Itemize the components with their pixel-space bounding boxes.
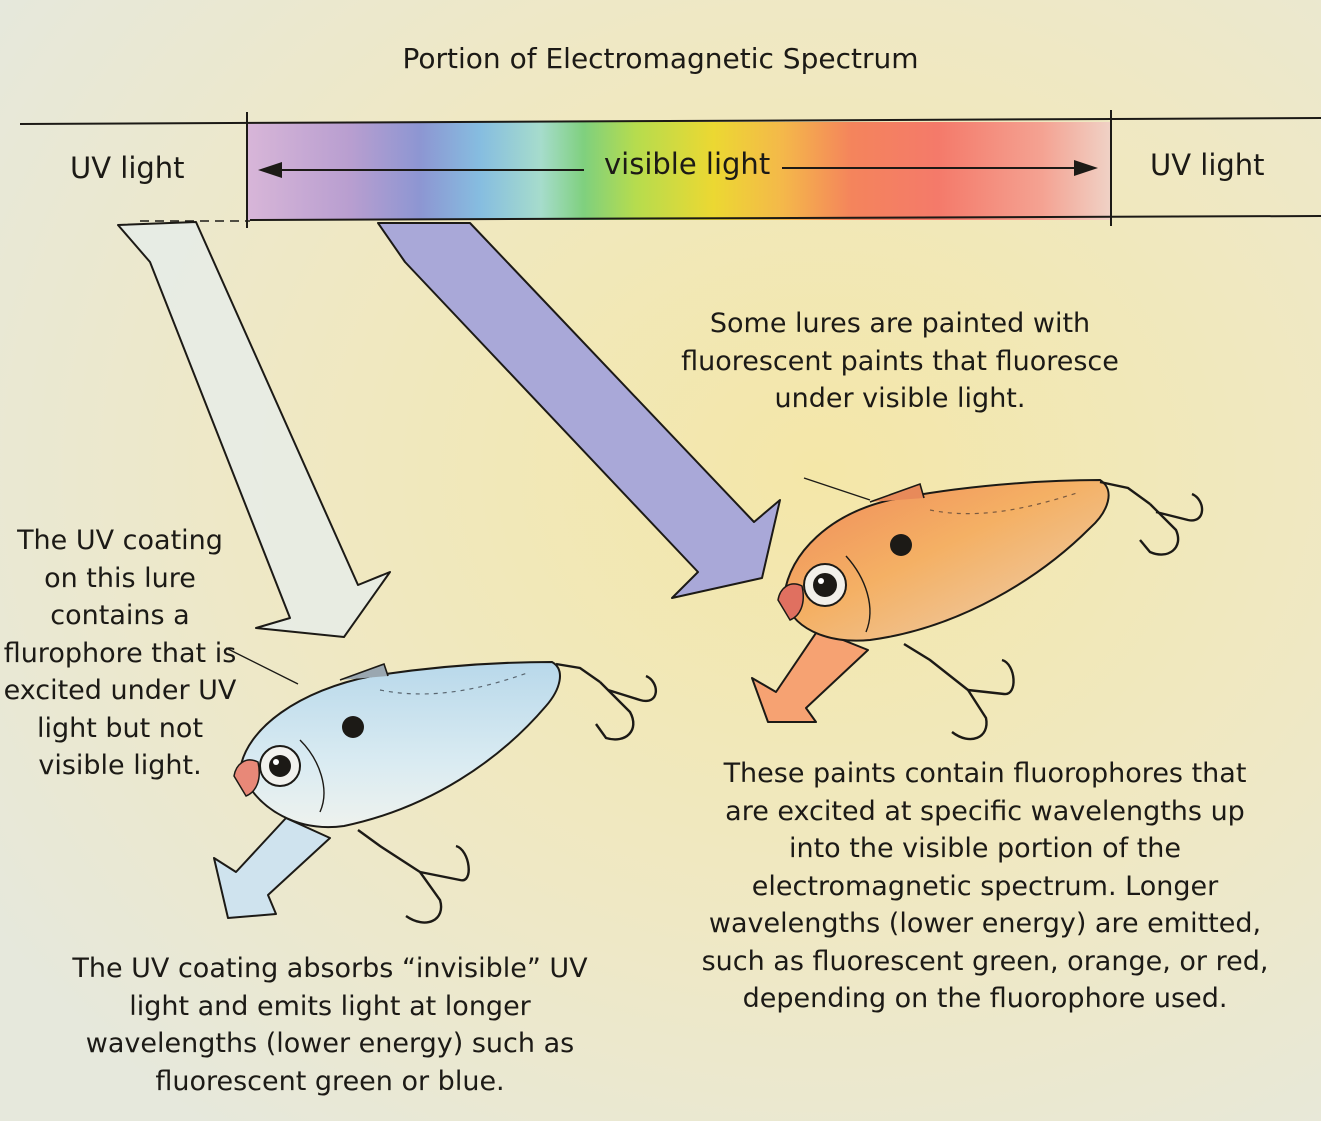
fluorescent-paint-lure-icon bbox=[777, 477, 1204, 741]
treble-hook-icon bbox=[903, 642, 1015, 741]
treble-hook-icon bbox=[1099, 480, 1204, 556]
uv-light-label-left: UV light bbox=[70, 151, 185, 185]
treble-hook-icon bbox=[357, 829, 470, 924]
visible-light-label: visible light bbox=[604, 147, 771, 181]
uv-light-arrow-icon bbox=[117, 221, 391, 638]
fluorophore-caption: These paints contain fluorophores that a… bbox=[701, 758, 1269, 1014]
diagram-title: Portion of Electromagnetic Spectrum bbox=[402, 42, 919, 75]
orange-emission-arrow-icon bbox=[751, 629, 869, 723]
uv-emission-caption: The UV coating absorbs “invisible” UV li… bbox=[72, 953, 588, 1097]
treble-hook-icon bbox=[555, 662, 657, 741]
visible-range-arrow-icon bbox=[258, 160, 1098, 178]
uv-coated-lure-icon bbox=[225, 647, 657, 924]
visible-light-arrow-icon bbox=[377, 222, 781, 599]
uv-light-label-right: UV light bbox=[1150, 148, 1265, 182]
uv-lure-caption: The UV coating on this lure contains a f… bbox=[3, 525, 237, 781]
visible-lure-caption: Some lures are painted with fluorescent … bbox=[681, 308, 1119, 414]
blue-emission-arrow-icon bbox=[213, 817, 331, 919]
